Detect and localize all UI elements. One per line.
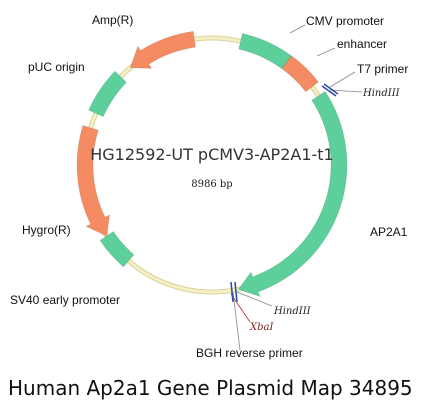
label-hindiii-top: HindIII <box>362 88 401 99</box>
arc-cmv-promoter <box>238 33 292 70</box>
leader-hindiii-bottom <box>236 291 273 307</box>
leader-hindiii-top <box>329 89 363 93</box>
plasmid-size: 8986 bp <box>191 179 232 190</box>
feature-arcs <box>76 30 348 298</box>
leader-lines <box>230 24 363 351</box>
label-enhancer: enhancer <box>337 37 387 51</box>
label-hygro: Hygro(R) <box>22 223 71 237</box>
site-ticks <box>230 83 339 303</box>
leader-bgh <box>232 291 241 351</box>
label-puc-origin: pUC origin <box>28 60 85 74</box>
label-amp: Amp(R) <box>92 13 133 27</box>
leader-cmv <box>289 24 306 34</box>
hindiii-top-tick-2 <box>321 85 337 97</box>
arc-ap2a1 <box>237 91 348 298</box>
label-hindiii-bottom: HindIII <box>273 306 312 317</box>
label-cmv-promoter: CMV promoter <box>306 14 384 28</box>
hindiii-bottom-tick-1 <box>230 281 234 303</box>
label-xbai: XbaI <box>249 322 274 333</box>
hindiii-bottom-tick-2 <box>234 281 238 303</box>
leader-t7 <box>329 71 356 88</box>
figure-caption: Human Ap2a1 Gene Plasmid Map 34895 <box>8 376 413 400</box>
leader-xbai <box>230 293 251 323</box>
label-bgh-reverse-primer: BGH reverse primer <box>196 346 303 360</box>
label-ap2a1: AP2A1 <box>370 225 408 239</box>
plasmid-name: HG12592-UT pCMV3-AP2A1-t1 <box>90 145 333 164</box>
leader-enhancer <box>316 47 336 57</box>
label-sv40-early-promoter: SV40 early promoter <box>10 293 120 307</box>
arc-enhancer <box>281 55 319 93</box>
arc-amp <box>129 30 196 69</box>
hindiii-top-tick-1 <box>323 83 339 95</box>
arc-sv40-early-promoter <box>99 231 135 268</box>
label-t7-primer: T7 primer <box>357 62 408 76</box>
arc-puc-origin <box>88 70 127 117</box>
plasmid-map: CMV promoter enhancer T7 primer HindIII … <box>10 13 408 360</box>
arc-hygro <box>76 125 110 237</box>
